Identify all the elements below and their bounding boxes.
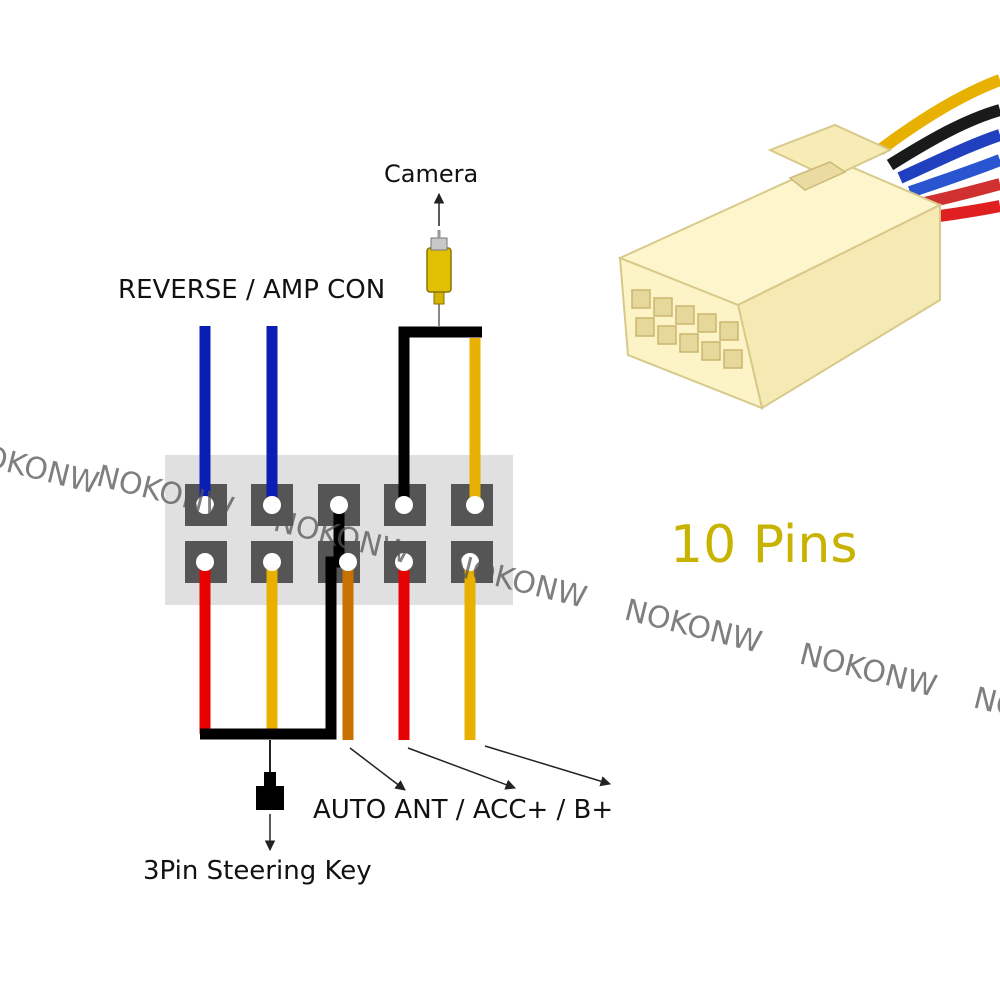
auto-ant-label: AUTO ANT / ACC+ / B+ — [313, 795, 613, 825]
connector-pin-holes — [631, 289, 743, 369]
steering-key-label: 3Pin Steering Key — [143, 856, 372, 886]
arrow-acc — [407, 747, 516, 790]
watermark-1: NOKONW — [0, 434, 102, 502]
wires — [199, 326, 482, 740]
rca-camera-plug — [426, 230, 452, 326]
watermark-6: NOKONW — [796, 637, 940, 705]
wire-black-camera — [398, 326, 482, 505]
pin-dots — [196, 496, 484, 571]
diagram-title: 10 Pins — [670, 515, 857, 575]
steering-key-plug — [256, 740, 284, 810]
wire-black-steering — [200, 505, 345, 740]
connector-photo — [617, 74, 1000, 410]
camera-label: Camera — [384, 160, 478, 188]
watermark-7: NOKONW — [970, 681, 1000, 749]
arrow-auto-ant — [349, 747, 406, 791]
reverse-amp-label: REVERSE / AMP CON — [118, 275, 385, 305]
watermark-5: NOKONW — [621, 593, 765, 661]
arrow-b-plus — [484, 745, 612, 787]
